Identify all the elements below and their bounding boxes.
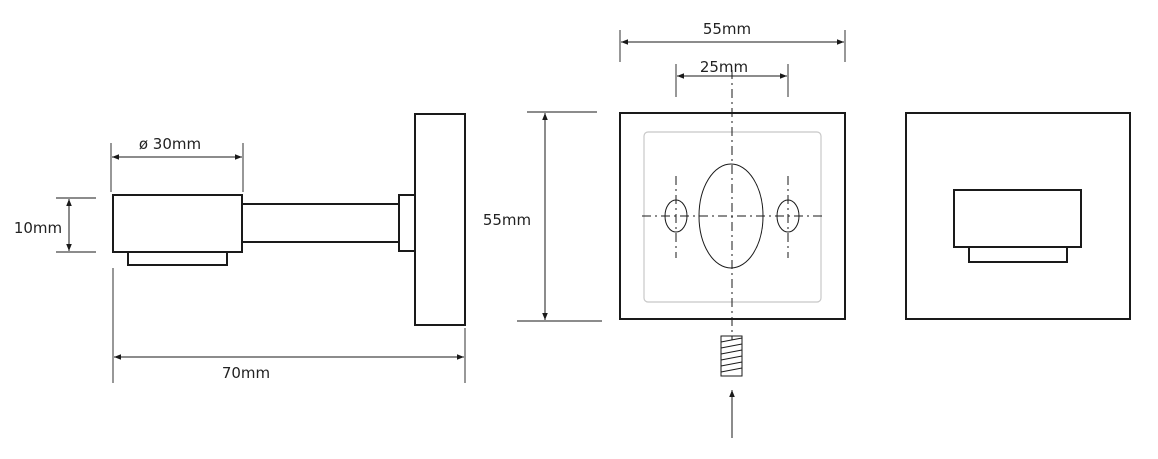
side-collar bbox=[398, 194, 416, 252]
front-view: 55mm 25mm 55mm bbox=[483, 20, 846, 438]
side-head-lip bbox=[127, 251, 228, 266]
side-length-label: 70mm bbox=[222, 364, 270, 382]
rear-head bbox=[953, 189, 1082, 248]
front-spacing-label: 25mm bbox=[700, 58, 748, 76]
side-view: ø 30mm 10mm 70mm bbox=[14, 113, 466, 383]
rear-head-lip bbox=[968, 246, 1068, 263]
front-height-label: 55mm bbox=[483, 211, 531, 229]
front-left-hole bbox=[664, 199, 688, 233]
screw-icon bbox=[720, 335, 743, 377]
side-wall-plate bbox=[414, 113, 466, 326]
front-right-hole bbox=[776, 199, 800, 233]
side-head bbox=[112, 194, 243, 253]
front-center-hole bbox=[698, 163, 764, 269]
rear-view bbox=[905, 112, 1131, 320]
side-diameter-label: ø 30mm bbox=[139, 135, 201, 153]
front-width-label: 55mm bbox=[703, 20, 751, 38]
side-rod bbox=[241, 203, 400, 243]
rear-plate bbox=[905, 112, 1131, 320]
side-height-label: 10mm bbox=[14, 219, 62, 237]
